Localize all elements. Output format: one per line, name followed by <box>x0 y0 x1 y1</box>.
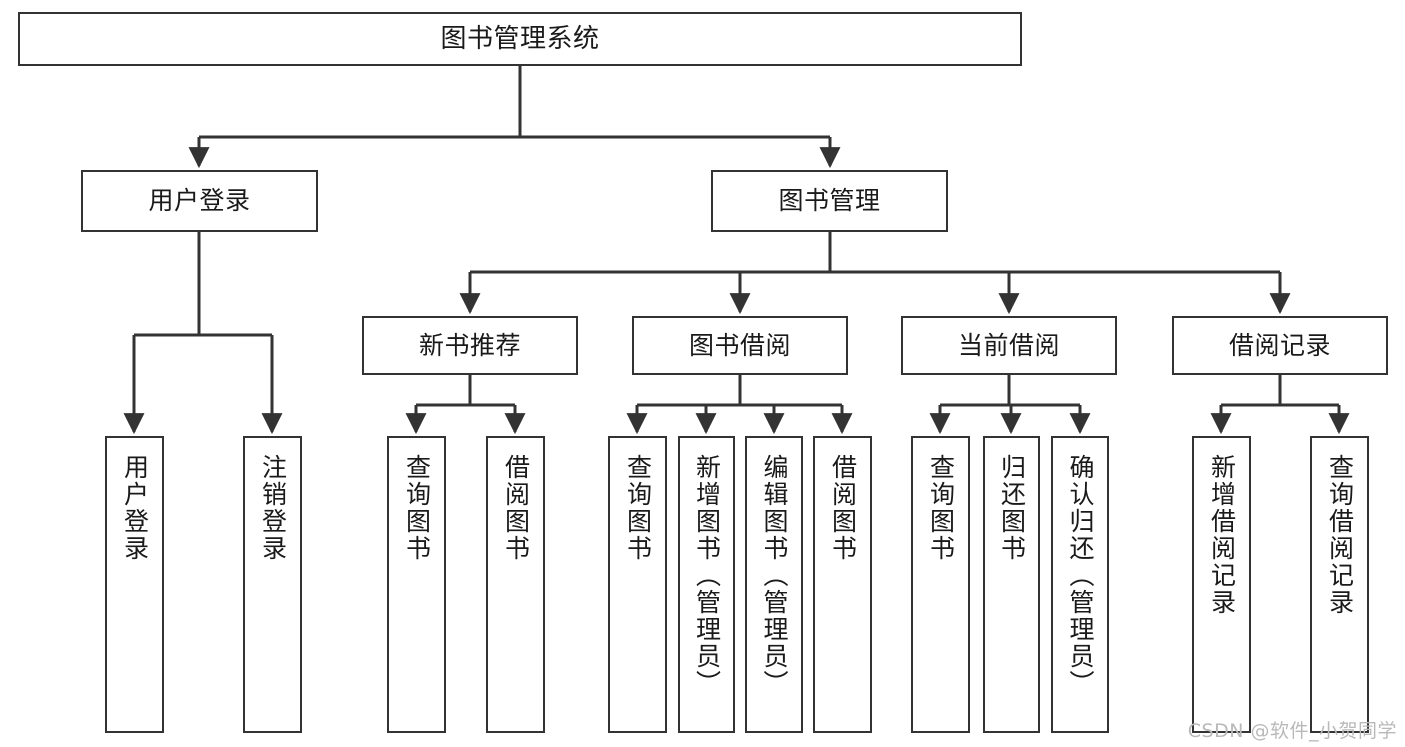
node-leaf-edit-book-label: 编辑图书（管理员） <box>760 454 789 697</box>
node-leaf-borrow-book-rec-label: 借阅图书 <box>501 454 531 562</box>
node-leaf-query-book-rec[interactable]: 查询图书 <box>387 436 446 733</box>
node-leaf-borrow-book-label: 借阅图书 <box>828 454 858 562</box>
node-borrow-record[interactable]: 借阅记录 <box>1172 316 1388 375</box>
node-book-manage[interactable]: 图书管理 <box>711 170 948 232</box>
csdn-watermark: CSDN @软件_小贺同学 <box>1187 720 1397 742</box>
node-leaf-confirm-return[interactable]: 确认归还（管理员） <box>1051 436 1109 733</box>
node-leaf-add-book[interactable]: 新增图书（管理员） <box>678 436 735 733</box>
node-user-login[interactable]: 用户登录 <box>81 170 318 232</box>
node-leaf-query-book-current[interactable]: 查询图书 <box>911 436 970 733</box>
node-root-label: 图书管理系统 <box>440 23 600 54</box>
node-leaf-add-book-label: 新增图书（管理员） <box>692 454 722 697</box>
node-leaf-query-borrow-record[interactable]: 查询借阅记录 <box>1310 436 1369 733</box>
node-leaf-return-book-label: 归还图书 <box>997 454 1027 562</box>
node-leaf-user-logout-label: 注销登录 <box>258 454 288 562</box>
node-leaf-query-book-borrow[interactable]: 查询图书 <box>608 436 667 733</box>
node-leaf-borrow-book[interactable]: 借阅图书 <box>813 436 872 733</box>
node-leaf-add-borrow-record-label: 新增借阅记录 <box>1207 454 1237 616</box>
node-book-manage-label: 图书管理 <box>778 186 881 216</box>
node-leaf-confirm-return-label: 确认归还（管理员） <box>1066 454 1095 697</box>
node-root[interactable]: 图书管理系统 <box>18 12 1022 66</box>
node-leaf-query-borrow-record-label: 查询借阅记录 <box>1325 454 1355 616</box>
node-user-login-label: 用户登录 <box>148 186 251 216</box>
node-new-book-recommend[interactable]: 新书推荐 <box>362 316 578 375</box>
node-leaf-user-logout[interactable]: 注销登录 <box>243 436 302 733</box>
node-current-borrow-label: 当前借阅 <box>957 330 1060 360</box>
node-leaf-query-book-current-label: 查询图书 <box>926 454 956 562</box>
node-leaf-edit-book[interactable]: 编辑图书（管理员） <box>745 436 803 733</box>
node-leaf-query-book-rec-label: 查询图书 <box>402 454 432 562</box>
node-leaf-user-login[interactable]: 用户登录 <box>105 436 164 733</box>
node-leaf-add-borrow-record[interactable]: 新增借阅记录 <box>1192 436 1251 733</box>
node-book-borrow-label: 图书借阅 <box>688 330 791 360</box>
node-book-borrow[interactable]: 图书借阅 <box>632 316 848 375</box>
node-leaf-borrow-book-rec[interactable]: 借阅图书 <box>486 436 545 733</box>
node-new-book-recommend-label: 新书推荐 <box>418 330 521 360</box>
node-borrow-record-label: 借阅记录 <box>1228 330 1331 360</box>
node-leaf-return-book[interactable]: 归还图书 <box>983 436 1040 733</box>
node-leaf-user-login-label: 用户登录 <box>120 454 150 562</box>
node-current-borrow[interactable]: 当前借阅 <box>901 316 1117 375</box>
node-leaf-query-book-borrow-label: 查询图书 <box>623 454 653 562</box>
